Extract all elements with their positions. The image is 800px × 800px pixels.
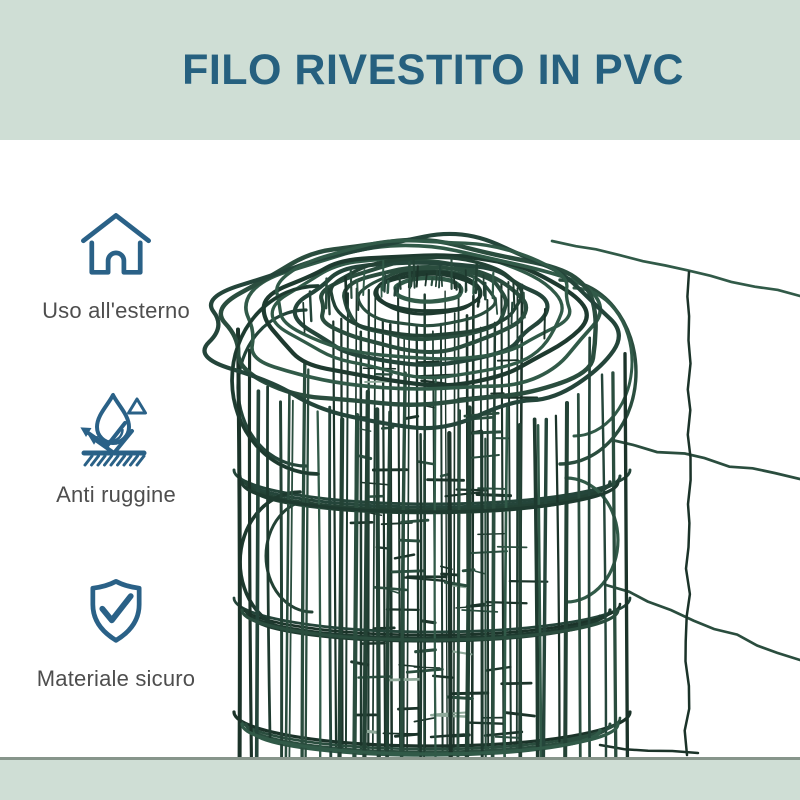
shield-check-icon <box>76 574 156 654</box>
feature-item-outdoor: Uso all'esterno <box>8 206 224 324</box>
feature-label-safe-material: Materiale sicuro <box>36 666 196 691</box>
feature-item-anti-rust: Anti ruggine <box>8 390 224 508</box>
page-title: FILO RIVESTITO IN PVC <box>182 45 684 94</box>
anti-rust-icon <box>76 390 156 470</box>
house-icon <box>76 206 156 286</box>
feature-label-outdoor: Uso all'esterno <box>42 298 190 323</box>
feature-item-safe-material: Materiale sicuro <box>8 574 224 692</box>
header-banner: FILO RIVESTITO IN PVC <box>0 0 800 140</box>
feature-label-anti-rust: Anti ruggine <box>56 482 176 507</box>
footer-banner <box>0 757 800 800</box>
